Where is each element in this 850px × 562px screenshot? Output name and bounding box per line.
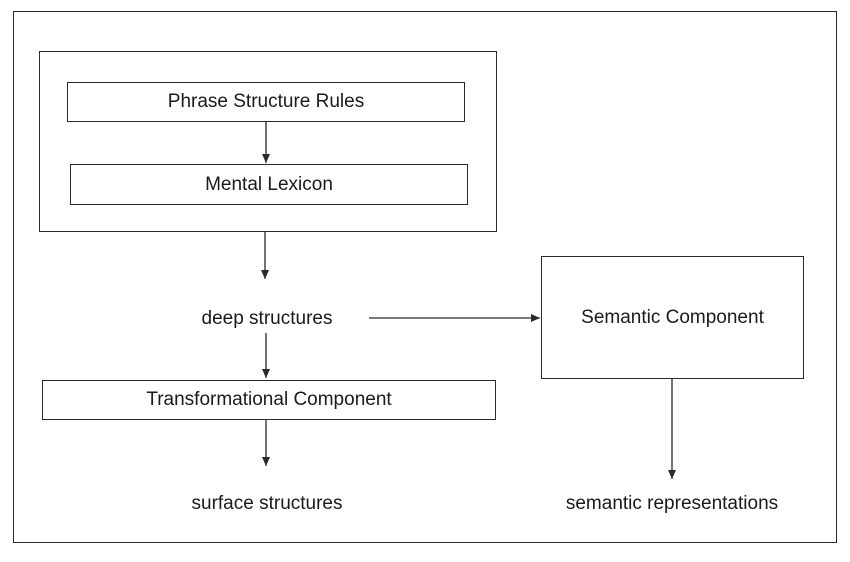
transformational-component-box: Transformational Component: [42, 380, 496, 420]
semantic-representations-label: semantic representations: [565, 493, 779, 514]
grammar-rules-group: [39, 51, 497, 232]
deep-structures-label: deep structures: [201, 308, 333, 329]
semantic-component-box: Semantic Component: [541, 256, 804, 379]
phrase-structure-rules-label: Phrase Structure Rules: [167, 91, 365, 112]
transformational-component-label: Transformational Component: [146, 389, 392, 410]
semantic-component-label: Semantic Component: [581, 306, 764, 328]
surface-structures-label: surface structures: [191, 493, 343, 514]
phrase-structure-rules-box: Phrase Structure Rules: [67, 82, 465, 122]
mental-lexicon-box: Mental Lexicon: [70, 164, 468, 205]
mental-lexicon-label: Mental Lexicon: [205, 173, 333, 195]
diagram-frame: [13, 11, 837, 543]
